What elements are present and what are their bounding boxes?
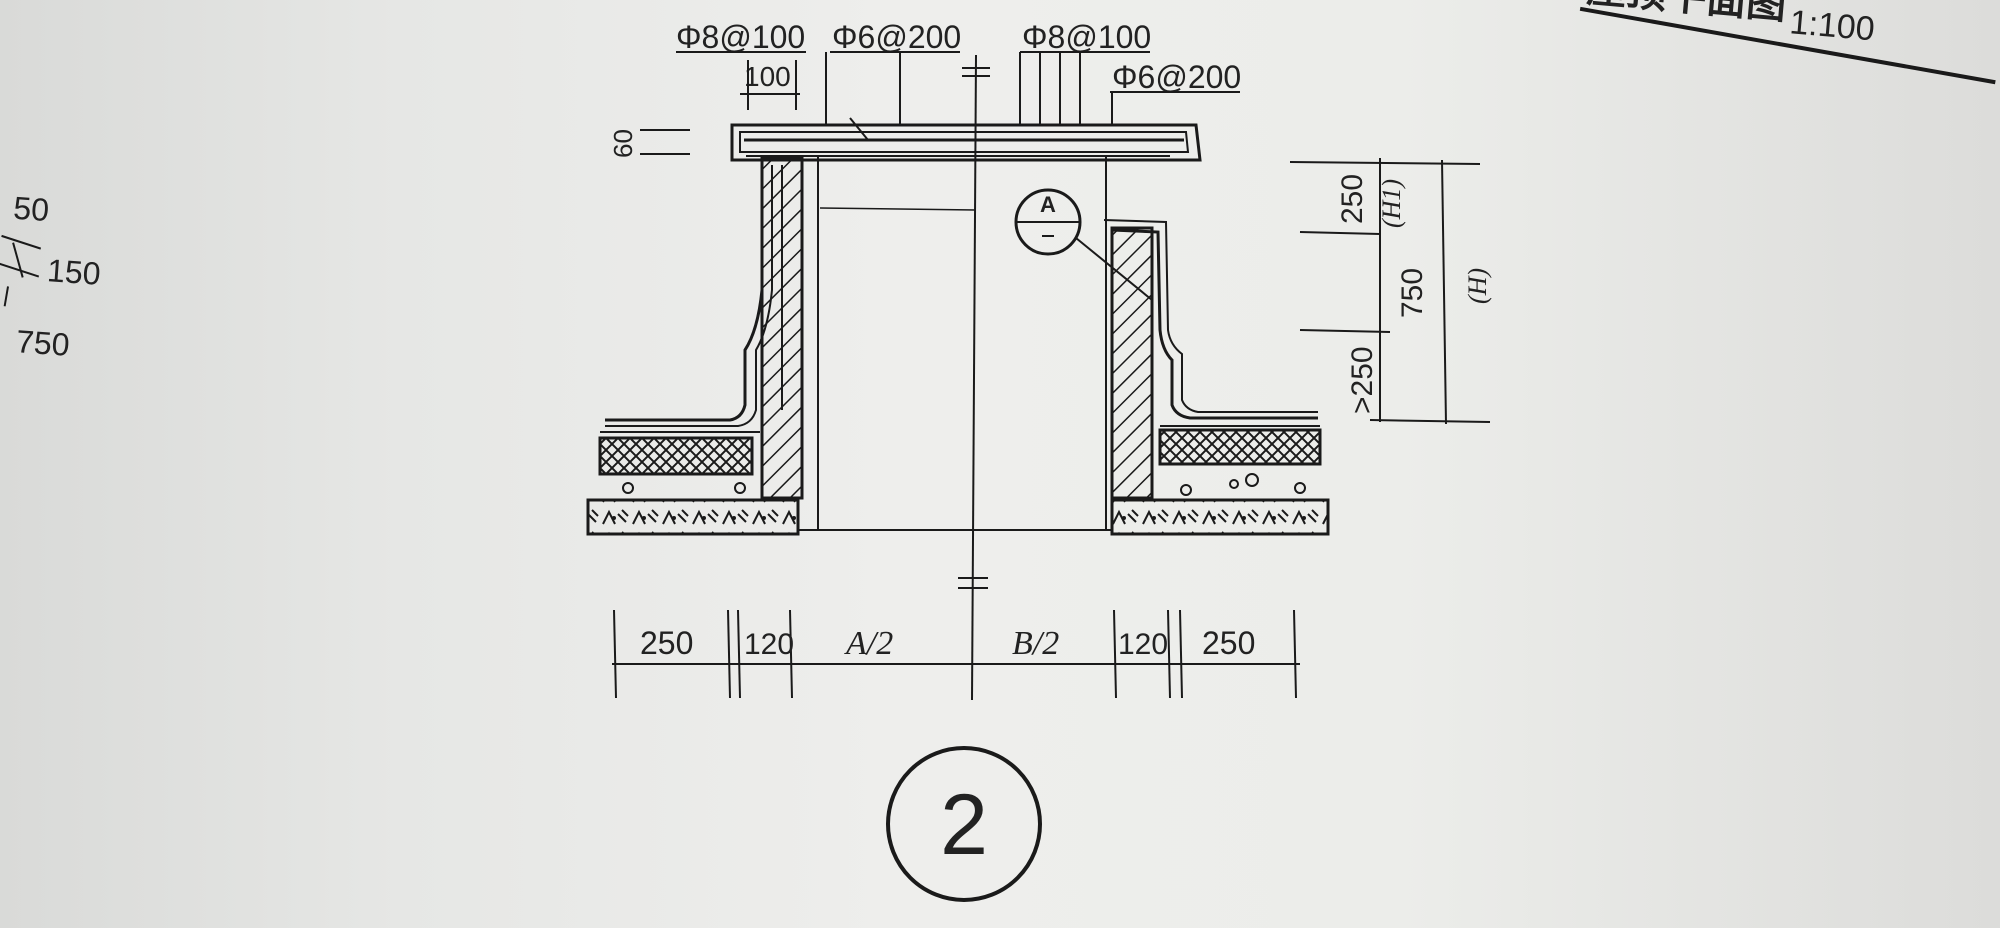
rebar-label-top-left-2: Φ6@200 (832, 19, 961, 55)
section-marker: A (1014, 188, 1153, 301)
left-dimension-fragment: 50 150 750 (0, 190, 102, 363)
vertical-dimension-chain: 250 (H1) 750 (H) >250 (1289, 158, 1492, 425)
right-concrete-slab (1110, 498, 1330, 536)
overhang-dim-label: 100 (744, 61, 791, 92)
hdim-b-half: B/2 (1012, 625, 1059, 662)
drawing-scale: 1:100 (1788, 3, 1876, 48)
vdim-h1: (H1) (1377, 179, 1406, 228)
section-marker-label: A (1040, 192, 1056, 217)
right-flashing (1103, 219, 1320, 427)
hdim-a-half: A/2 (844, 625, 893, 662)
left-concrete-slab (586, 498, 800, 536)
detail-number: 2 (940, 777, 988, 873)
rebar-annotations: Φ8@100 Φ6@200 Φ8@100 Φ6@200 100 60 (608, 19, 1241, 158)
left-insulation (598, 436, 754, 476)
rebar-label-top-left-1: Φ8@100 (676, 19, 805, 55)
hdim-120-right: 120 (1118, 628, 1168, 661)
gravel-fill (622, 473, 1306, 496)
slab-thickness-label: 60 (608, 129, 638, 158)
vdim-250-min: >250 (1346, 346, 1379, 414)
vdim-h: (H) (1463, 268, 1492, 304)
drawing-title-fragment: 屋顶平面图 1:100 (1579, 0, 1996, 85)
detail-number-badge: 2 (886, 746, 1042, 902)
rebar-label-top-right-2: Φ6@200 (1112, 59, 1241, 95)
left-dim-3: 750 (15, 323, 71, 363)
hdim-120-left: 120 (744, 628, 794, 661)
right-wall (1110, 226, 1154, 500)
hdim-250-right: 250 (1202, 625, 1255, 661)
left-flashing (600, 162, 783, 433)
hdim-250-left: 250 (640, 625, 693, 661)
left-dim-2: 150 (46, 252, 102, 292)
vdim-250: 250 (1336, 174, 1369, 224)
rebar-label-top-right-1: Φ8@100 (1022, 19, 1151, 55)
inner-level-line (819, 207, 977, 211)
horizontal-dimension-chain: 250 120 A/2 B/2 120 250 (612, 609, 1300, 699)
cover-slab (730, 117, 1202, 162)
center-line (958, 54, 990, 701)
vdim-750: 750 (1396, 268, 1429, 318)
right-insulation (1158, 428, 1322, 466)
title-underline (1579, 6, 1996, 85)
left-dim-1: 50 (12, 190, 50, 228)
